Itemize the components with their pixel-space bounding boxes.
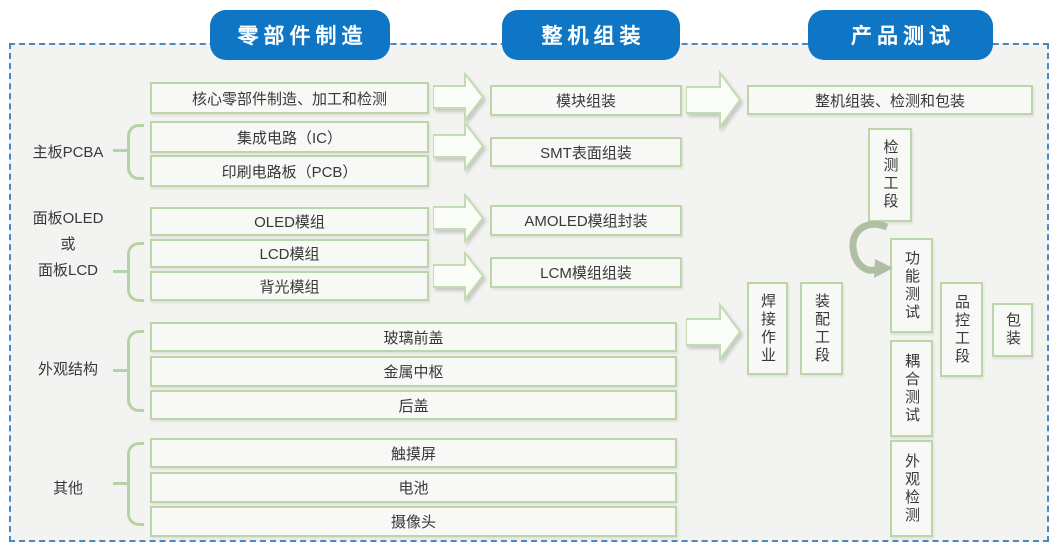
box-amoled-packaging: AMOLED模组封装	[490, 205, 682, 236]
box-lcd-module: LCD模组	[150, 239, 429, 268]
flow-arrow-icon	[433, 193, 485, 243]
box-touch-screen: 触摸屏	[150, 438, 677, 468]
box-qc-section: 品控工段	[940, 282, 983, 377]
group-label-panel: 面板OLED 或 面板LCD	[12, 206, 124, 284]
stage-pill-parts-manufacturing: 零部件制造	[210, 10, 390, 60]
box-back-cover: 后盖	[150, 390, 677, 420]
box-glass-front-cover: 玻璃前盖	[150, 322, 677, 352]
brace-others	[127, 442, 144, 526]
flow-arrow-icon	[433, 121, 485, 171]
box-assembly-section: 装配工段	[800, 282, 843, 375]
brace-others-tick	[113, 482, 127, 485]
box-welding-work: 焊接作业	[747, 282, 788, 375]
box-backlight-module: 背光模组	[150, 271, 429, 301]
box-pcb: 印刷电路板（PCB）	[150, 155, 429, 187]
flow-arrow-icon	[433, 72, 485, 122]
brace-mainboard-tick	[113, 149, 127, 152]
box-battery: 电池	[150, 472, 677, 503]
brace-panel-tick	[113, 270, 127, 273]
box-camera: 摄像头	[150, 506, 677, 537]
box-functional-test-label: 功能测试	[903, 249, 920, 322]
brace-panel	[127, 242, 144, 302]
flow-arrow-icon	[433, 251, 485, 301]
loop-arrow-icon	[849, 221, 893, 278]
group-label-appearance-structure: 外观结构	[37, 361, 98, 378]
stage-pill-product-testing: 产品测试	[808, 10, 993, 60]
group-label-panel-line2: 或	[60, 236, 76, 253]
box-appearance-inspection: 外观检测	[890, 440, 933, 537]
box-inspection-section-label: 检测工段	[881, 139, 899, 211]
brace-mainboard	[127, 124, 144, 180]
box-coupling-test: 耦合测试	[890, 340, 933, 437]
stage-pill-whole-machine-assembly: 整机组装	[502, 10, 680, 60]
box-assembly-section-label: 装配工段	[813, 292, 830, 365]
flow-arrow-icon	[686, 69, 742, 131]
box-ic: 集成电路（IC）	[150, 121, 429, 153]
box-welding-work-label: 焊接作业	[759, 292, 776, 365]
box-qc-section-label: 品控工段	[953, 293, 970, 366]
box-inspection-section: 检测工段	[868, 128, 912, 222]
box-oled-module: OLED模组	[150, 207, 429, 236]
box-appearance-inspection-label: 外观检测	[903, 452, 920, 525]
flow-arrow-icon	[686, 301, 742, 363]
box-coupling-test-label: 耦合测试	[903, 352, 920, 425]
box-packaging-label: 包装	[1004, 312, 1021, 348]
box-functional-test: 功能测试	[890, 238, 933, 333]
group-label-others: 其他	[52, 480, 83, 497]
box-packaging: 包装	[992, 303, 1033, 357]
box-module-assembly: 模块组装	[490, 85, 682, 116]
box-metal-midframe: 金属中枢	[150, 356, 677, 387]
box-final-assembly-test-packaging: 整机组装、检测和包装	[747, 85, 1033, 115]
brace-appearance-structure-tick	[113, 369, 127, 372]
brace-appearance-structure	[127, 330, 144, 412]
group-label-mainboard-pcba: 主板PCBA	[32, 144, 104, 161]
group-label-panel-line1: 面板OLED	[32, 210, 104, 227]
group-label-panel-line3: 面板LCD	[37, 262, 98, 279]
box-core-parts: 核心零部件制造、加工和检测	[150, 82, 429, 114]
box-lcm-assembly: LCM模组组装	[490, 257, 682, 288]
box-smt-assembly: SMT表面组装	[490, 137, 682, 167]
